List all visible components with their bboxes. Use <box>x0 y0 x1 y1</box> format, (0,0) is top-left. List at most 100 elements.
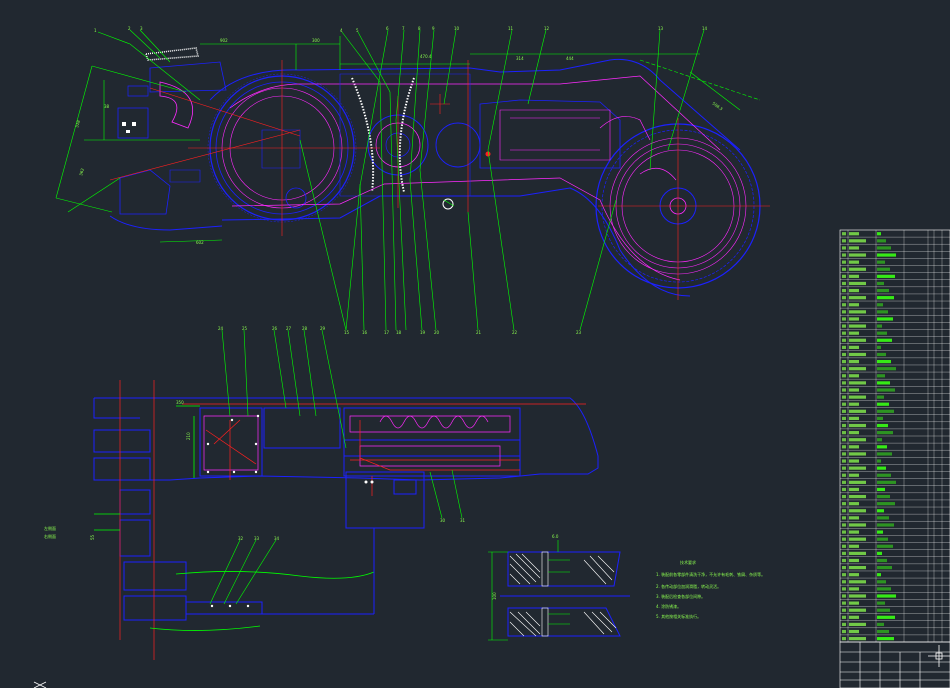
bom-cell-code <box>849 281 866 286</box>
bom-cell-name <box>877 544 893 548</box>
svg-text:508.3: 508.3 <box>711 101 724 112</box>
svg-text:902: 902 <box>220 38 228 43</box>
bom-cell-code <box>849 381 866 385</box>
bom-cell-name <box>877 246 891 250</box>
bom-cell-index <box>842 445 846 449</box>
bom-cell-index <box>842 537 846 541</box>
detail-section-view: 6.0 100 <box>488 534 630 641</box>
bom-cell-index <box>842 523 846 527</box>
bom-cell-index <box>842 601 846 605</box>
bom-cell-code <box>849 423 866 428</box>
bom-cell-index <box>842 573 846 577</box>
bom-cell-name <box>877 494 890 499</box>
bom-cell-name <box>877 487 885 492</box>
bom-cell-code <box>849 565 866 570</box>
bom-cell-index <box>842 317 846 321</box>
bom-cell-index <box>842 338 846 342</box>
svg-text:318: 318 <box>74 119 81 128</box>
bom-cell-name <box>877 637 894 641</box>
bom-cell-code <box>849 445 859 449</box>
bom-cell-index <box>842 509 846 513</box>
bom-cell-code <box>849 438 866 442</box>
bom-cell-name <box>877 416 883 421</box>
bom-cell-code <box>849 629 859 634</box>
svg-text:右侧面: 右侧面 <box>44 533 56 539</box>
bom-cell-code <box>849 431 859 435</box>
bom-cell-index <box>842 239 846 243</box>
bom-cell-code <box>849 502 859 506</box>
bom-table <box>839 229 950 643</box>
bom-cell-name <box>877 594 896 598</box>
bom-cell-name <box>877 303 883 307</box>
bom-cell-name <box>877 352 886 357</box>
bom-cell-code <box>849 622 866 627</box>
bom-cell-name <box>877 281 884 286</box>
svg-text:4. 涂防锈漆。: 4. 涂防锈漆。 <box>656 603 681 609</box>
bom-cell-code <box>849 459 859 463</box>
svg-text:11: 11 <box>508 26 514 31</box>
crosshair-icon <box>928 645 950 667</box>
bom-cell-index <box>842 303 846 307</box>
bom-cell-name <box>877 239 886 243</box>
technical-notes: 技术要求 1. 装配前各零部件清洗干净，不允许有毛刺、铁屑、杂质等。 2. 各传… <box>656 559 765 619</box>
bom-cell-code <box>849 388 859 392</box>
bom-cell-index <box>842 452 846 456</box>
svg-text:38: 38 <box>104 104 110 109</box>
bom-cell-index <box>842 502 846 506</box>
svg-text:362: 362 <box>78 167 85 176</box>
bom-cell-code <box>849 288 859 293</box>
bom-cell-code <box>849 409 866 413</box>
hatched-guard <box>144 47 199 61</box>
bom-cell-name <box>877 473 891 477</box>
bom-cell-name <box>877 608 890 612</box>
svg-text:8: 8 <box>418 26 421 31</box>
bom-cell-name <box>877 431 893 435</box>
bom-cell-name <box>877 324 882 328</box>
svg-text:470.4: 470.4 <box>420 54 432 59</box>
bom-cell-name <box>877 310 888 314</box>
bom-cell-code <box>849 402 859 406</box>
bom-cell-name <box>877 359 891 364</box>
bom-cell-code <box>849 303 859 307</box>
bom-cell-code <box>849 260 859 264</box>
svg-text:100: 100 <box>492 592 497 600</box>
bom-cell-name <box>877 558 887 563</box>
bom-cell-index <box>842 629 846 634</box>
bom-cell-name <box>877 409 894 413</box>
bom-cell-name <box>877 523 894 527</box>
leader-lines <box>55 29 761 331</box>
svg-text:4: 4 <box>340 28 343 33</box>
bom-cell-code <box>849 516 859 520</box>
bom-cell-index <box>842 345 846 349</box>
bom-cell-name <box>877 288 889 293</box>
svg-text:33: 33 <box>254 536 260 541</box>
bom-cell-index <box>842 608 846 612</box>
bom-cell-name <box>877 502 895 506</box>
bom-cell-name <box>877 537 888 541</box>
bom-cell-code <box>849 345 859 349</box>
lower-part-numbers: 24 25 26 27 28 29 30 31 32 33 34 350 210… <box>90 326 466 541</box>
bom-cell-name <box>877 622 884 627</box>
svg-text:3: 3 <box>140 26 143 31</box>
main-assembly-view: 902 300 470.4 314 444 602 508.3 362 318 … <box>55 26 770 335</box>
bom-cell-name <box>877 452 892 456</box>
bom-cell-name <box>877 232 881 236</box>
svg-text:22: 22 <box>512 330 518 335</box>
bom-cell-code <box>849 274 859 278</box>
bom-cell-name <box>877 267 890 271</box>
bom-cell-code <box>849 246 859 250</box>
bom-cell-index <box>842 395 846 399</box>
centerlines <box>109 60 770 300</box>
bom-cell-code <box>849 452 866 456</box>
bom-cell-code <box>849 551 866 555</box>
bom-cell-code <box>849 359 859 364</box>
bom-cell-code <box>849 509 866 513</box>
bom-cell-index <box>842 267 846 271</box>
ucs-cross-icon <box>33 681 47 688</box>
bom-cell-name <box>877 367 896 371</box>
svg-text:55: 55 <box>90 534 95 540</box>
bom-cell-code <box>849 310 866 314</box>
bom-cell-code <box>849 487 859 492</box>
bom-cell-code <box>849 331 859 335</box>
